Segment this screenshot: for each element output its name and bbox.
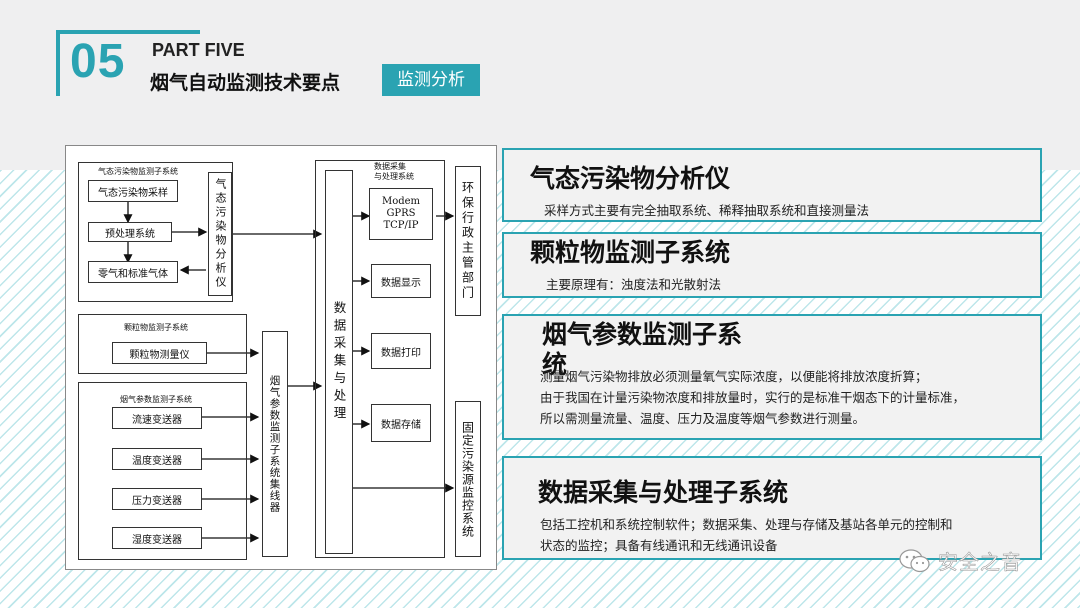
- temperature-transmitter-box: 温度变送器: [112, 448, 202, 470]
- panel-particle-text: 主要原理有：浊度法和光散射法: [546, 277, 722, 292]
- slide-title: 烟气自动监测技术要点: [150, 72, 341, 94]
- panel-flue-parameter-text-1: 测量烟气污染物排放必须测量氧气实际浓度，以便能将排放浓度折算；: [540, 369, 928, 384]
- panel-particle: 颗粒物监测子系统 主要原理有：浊度法和光散射法: [502, 232, 1042, 298]
- tcpip-label: TCP/IP: [383, 220, 419, 231]
- gas-monitoring-group: [78, 162, 233, 302]
- gas-analyzer-box: 气态污染物分析仪: [208, 172, 232, 296]
- fixed-source-monitor-box: 固定污染源监控系统: [455, 401, 481, 557]
- panel-daq-text-2: 状态的监控；具备有线通讯和无线通讯设备: [540, 538, 778, 553]
- section-number-frame: [56, 30, 200, 96]
- watermark-text: 安全之音: [938, 550, 1022, 575]
- header-background: [0, 0, 1080, 170]
- panel-flue-parameter-heading: 烟气参数监测子系统: [542, 320, 743, 379]
- daq-box: 数据采集与处理: [325, 170, 353, 554]
- part-label: PART FIVE: [152, 40, 245, 60]
- panel-flue-parameter: 烟气参数监测子系统 测量烟气污染物排放必须测量氧气实际浓度，以便能将排放浓度折算…: [502, 314, 1042, 440]
- flue-group-label: 烟气参数监测子系统: [120, 395, 192, 404]
- gas-group-label: 气态污染物监测子系统: [98, 167, 178, 176]
- section-tag: 监测分析: [382, 64, 480, 96]
- humidity-transmitter-box: 湿度变送器: [112, 527, 202, 549]
- diagram-wires: [123, 202, 455, 543]
- particle-meter-box: 颗粒物测量仪: [112, 342, 207, 364]
- pretreatment-box: 预处理系统: [88, 222, 172, 242]
- modem-label: Modem: [381, 196, 421, 207]
- panel-daq-heading: 数据采集与处理子系统: [538, 478, 789, 507]
- daq-group-label-line2: 与处理系统: [374, 172, 414, 181]
- panel-daq: 数据采集与处理子系统 包括工控机和系统控制软件；数据采集、处理与存储及基站各单元…: [502, 456, 1042, 560]
- panel-flue-parameter-text-2: 由于我国在计量污染物浓度和排放量时，实行的是标准干烟态下的计量标准，: [540, 390, 966, 405]
- modem-box: Modem GPRS TCP/IP: [369, 188, 433, 240]
- panel-particle-heading: 颗粒物监测子系统: [530, 238, 731, 267]
- wechat-icon: [899, 549, 930, 573]
- panel-gas-analyzer-heading: 气态污染物分析仪: [530, 164, 731, 193]
- panel-gas-analyzer: 气态污染物分析仪 采样方式主要有完全抽取系统、稀释抽取系统和直接测量法: [502, 148, 1042, 222]
- panel-daq-text-1: 包括工控机和系统控制软件；数据采集、处理与存储及基站各单元的控制和: [540, 517, 953, 532]
- concentrator-box: 烟气参数监测子系统集线器: [262, 331, 288, 557]
- flow-transmitter-box: 流速变送器: [112, 407, 202, 429]
- data-print-box: 数据打印: [371, 333, 431, 369]
- panel-flue-parameter-text-3: 所以需测量流量、温度、压力及温度等烟气参数进行测量。: [540, 411, 866, 426]
- gprs-label: GPRS: [386, 208, 416, 219]
- section-number: 05: [70, 35, 126, 88]
- panel-gas-analyzer-text: 采样方式主要有完全抽取系统、稀释抽取系统和直接测量法: [544, 203, 870, 218]
- flue-parameter-group: [78, 382, 247, 560]
- pressure-transmitter-box: 压力变送器: [112, 488, 202, 510]
- particle-monitoring-group: [78, 314, 247, 374]
- zero-gas-box: 零气和标准气体: [88, 261, 178, 283]
- system-diagram: 气态污染物监测子系统 气态污染物采样 预处理系统 零气和标准气体 气态污染物分析…: [65, 145, 497, 570]
- gas-sampling-box: 气态污染物采样: [88, 180, 178, 202]
- daq-group: [315, 160, 445, 558]
- env-authority-box: 环保行政主管部门: [455, 166, 481, 316]
- particle-group-label: 颗粒物监测子系统: [124, 323, 188, 332]
- data-storage-box: 数据存储: [371, 404, 431, 442]
- daq-group-label-line1: 数据采集: [374, 162, 406, 171]
- data-display-box: 数据显示: [371, 264, 431, 298]
- daq-group-label: 数据采集 与处理系统: [374, 162, 414, 182]
